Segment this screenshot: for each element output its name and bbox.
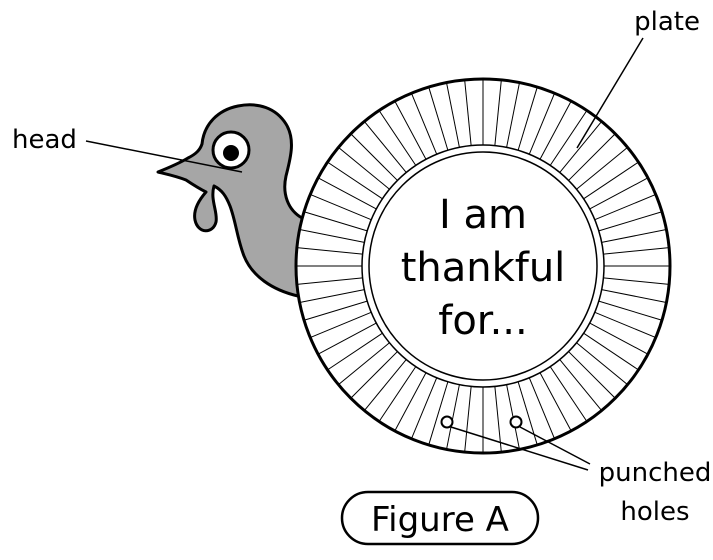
figure-caption-text: Figure A <box>371 500 509 540</box>
label-head: head <box>12 125 77 155</box>
punched-hole-right <box>511 417 522 428</box>
label-plate: plate <box>634 7 700 37</box>
turkey-pupil <box>223 145 239 161</box>
label-holes: holes <box>620 497 689 527</box>
punched-hole-left <box>442 417 453 428</box>
label-punched: punched <box>599 458 712 488</box>
center-text-line-3: for... <box>438 298 527 344</box>
center-text-line-2: thankful <box>401 245 566 291</box>
center-text-line-1: I am <box>439 192 527 238</box>
figure-caption: Figure A <box>342 492 538 544</box>
